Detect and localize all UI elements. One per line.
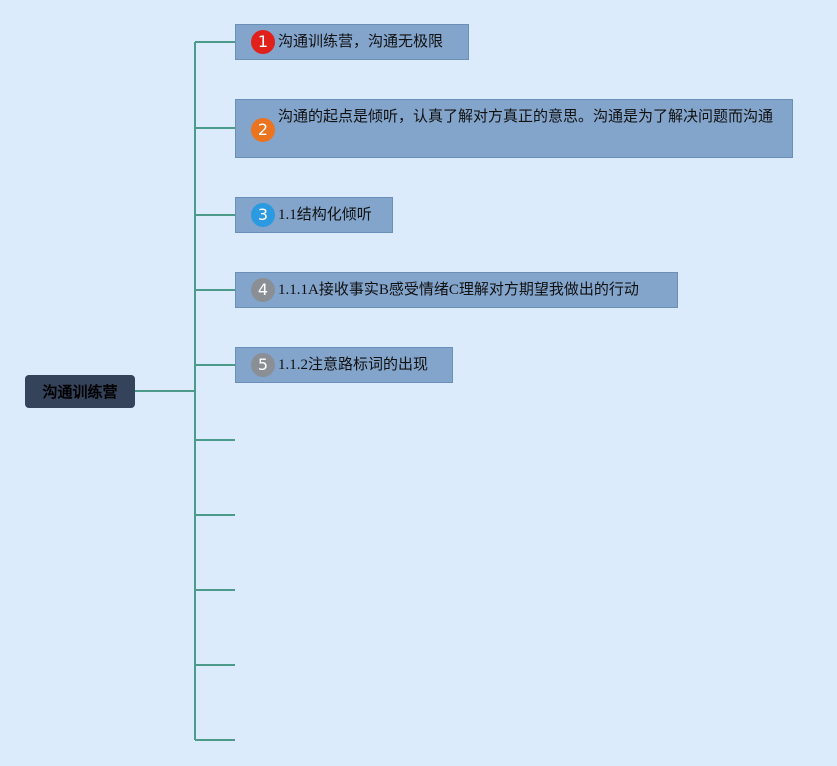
priority-2-icon: 2 bbox=[251, 118, 275, 142]
topic-1[interactable]: 1 沟通训练营，沟通无极限 bbox=[235, 24, 469, 60]
topic-4[interactable]: 4 1.1.1A接收事实B感受情绪C理解对方期望我做出的行动 bbox=[235, 272, 678, 308]
priority-5-icon: 5 bbox=[251, 353, 275, 377]
topic-3[interactable]: 3 1.1结构化倾听 bbox=[235, 197, 393, 233]
priority-3-icon: 3 bbox=[251, 203, 275, 227]
priority-4-icon: 4 bbox=[251, 278, 275, 302]
root-topic-label: 沟通训练营 bbox=[42, 383, 118, 401]
topic-3-label: 1.1结构化倾听 bbox=[278, 207, 372, 223]
topic-2-label: 沟通的起点是倾听，认真了解对方真正的意思。沟通是为了解决问题而沟通 bbox=[278, 109, 774, 125]
root-topic[interactable]: 沟通训练营 bbox=[25, 375, 135, 408]
topic-4-label: 1.1.1A接收事实B感受情绪C理解对方期望我做出的行动 bbox=[278, 282, 639, 298]
topic-2[interactable]: 2 沟通的起点是倾听，认真了解对方真正的意思。沟通是为了解决问题而沟通 bbox=[235, 99, 793, 158]
topic-5[interactable]: 5 1.1.2注意路标词的出现 bbox=[235, 347, 453, 383]
topic-5-label: 1.1.2注意路标词的出现 bbox=[278, 357, 429, 373]
priority-1-icon: 1 bbox=[251, 30, 275, 54]
topic-1-label: 沟通训练营，沟通无极限 bbox=[278, 34, 444, 50]
